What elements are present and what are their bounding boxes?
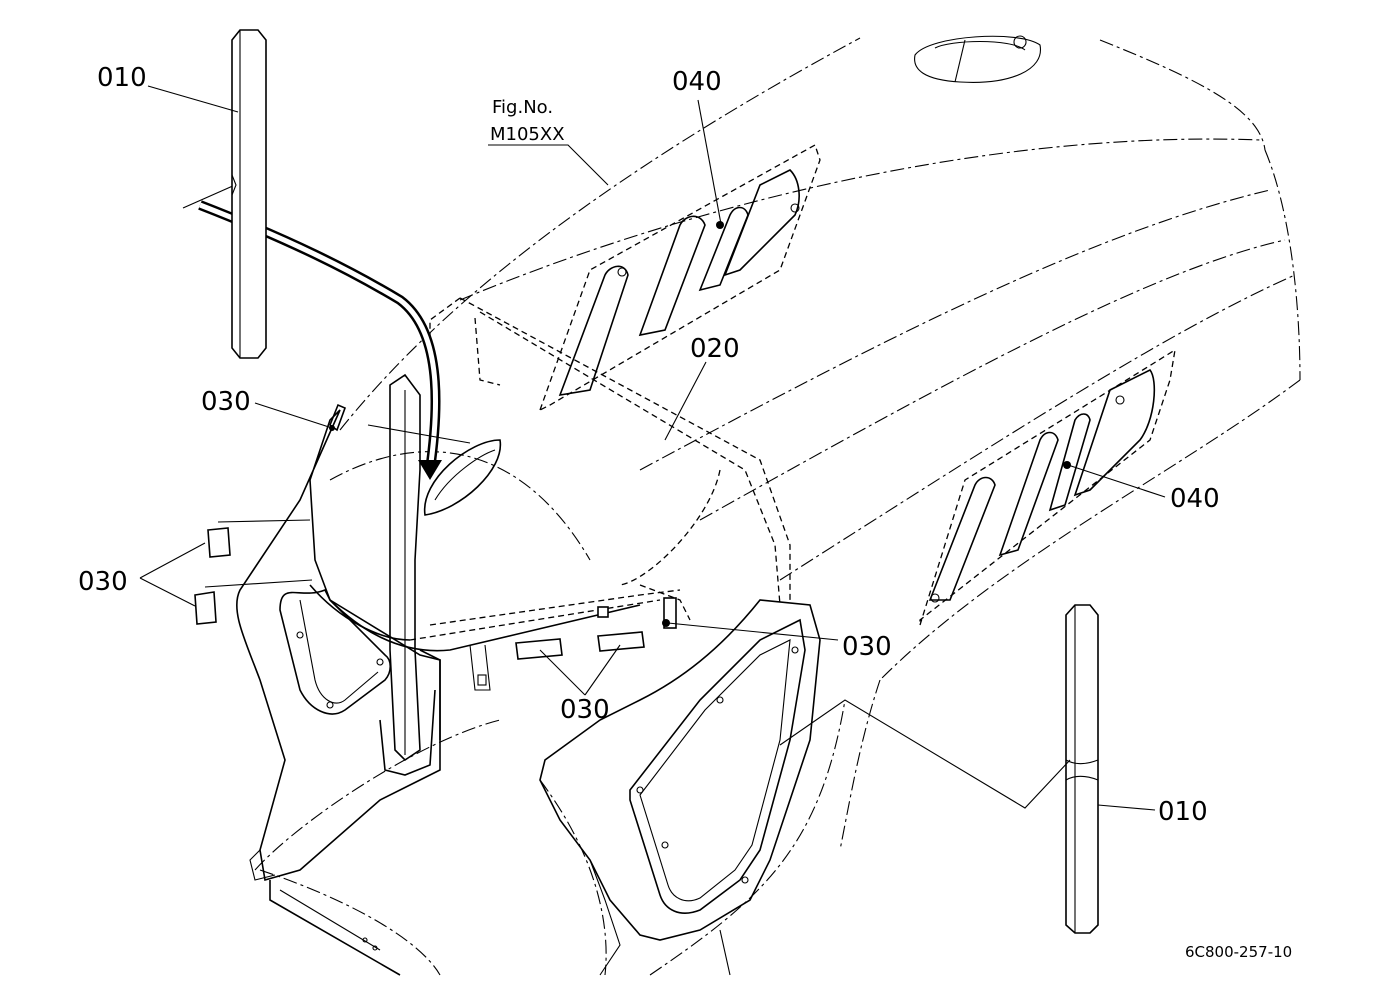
- callout-030-lower-left: 030: [78, 567, 128, 597]
- callout-010-bottom: 010: [1158, 797, 1208, 827]
- callout-030-right: 030: [842, 632, 892, 662]
- right-side-panel: [539, 599, 821, 976]
- callout-040-top: 040: [672, 67, 722, 97]
- hood-outline: [254, 37, 1301, 976]
- callout-040-right: 040: [1170, 484, 1220, 514]
- filler-opening: [914, 35, 1041, 83]
- callout-020: 020: [690, 334, 740, 364]
- drawing-code: 6C800-257-10: [1185, 943, 1292, 961]
- pads-030: [194, 403, 677, 660]
- callout-010-top: 010: [97, 63, 147, 93]
- centre-post: [379, 373, 441, 776]
- callout-030-left: 030: [201, 387, 251, 417]
- headlight-lens: [424, 439, 502, 516]
- callout-030-bottom: 030: [560, 695, 610, 725]
- fig-no-value: M105XX: [490, 124, 565, 145]
- seal-strip-010-bottom: [1065, 604, 1099, 934]
- callout-labels: 010 040 020 030 030 040 030 030 010 Fig.…: [78, 63, 1292, 961]
- front-grille-020: [409, 297, 791, 641]
- upper-vent-040: [538, 144, 821, 412]
- leader-lines: [139, 85, 1166, 811]
- side-vent-040: [919, 348, 1176, 626]
- grille-lower-lip: [309, 584, 641, 691]
- left-side-panel: [236, 409, 441, 976]
- seal-strip-010-top: [231, 29, 267, 359]
- insertion-arrow: [182, 184, 442, 480]
- fig-no-label: Fig.No.: [492, 97, 553, 118]
